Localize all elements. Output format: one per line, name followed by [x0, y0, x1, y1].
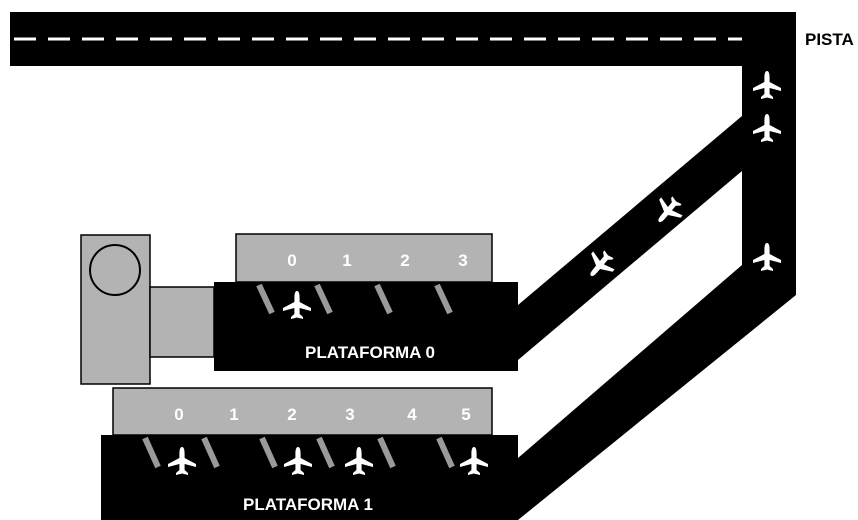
platform-1-gate-0: 0	[174, 405, 183, 424]
platform-1-gate-5: 5	[461, 405, 470, 424]
platform-0-gate-2: 2	[400, 251, 409, 270]
platform-0-gate-1: 1	[342, 251, 351, 270]
platform-1-gate-4: 4	[407, 405, 417, 424]
platform-0-gate-3: 3	[458, 251, 467, 270]
platform-0-gate-building	[235, 233, 493, 283]
taxiway-platform-1	[518, 265, 796, 520]
taxiway-platform-0	[518, 116, 742, 360]
platform-1-label: PLATAFORMA 1	[243, 495, 373, 514]
platform-0-label: PLATAFORMA 0	[305, 343, 435, 362]
platform-1-gate-2: 2	[287, 405, 296, 424]
platform-1-stand-lines	[142, 436, 455, 469]
terminal-connector	[149, 286, 215, 358]
runway-label: PISTA	[805, 30, 854, 49]
control-tower-icon	[89, 244, 141, 296]
platform-1-gate-building	[112, 387, 493, 436]
platform-1-gate-1: 1	[229, 405, 238, 424]
platform-1-gate-3: 3	[345, 405, 354, 424]
platform-0-gate-0: 0	[287, 251, 296, 270]
platform-1-apron	[101, 435, 518, 520]
platform-0-stand-lines	[256, 283, 453, 315]
